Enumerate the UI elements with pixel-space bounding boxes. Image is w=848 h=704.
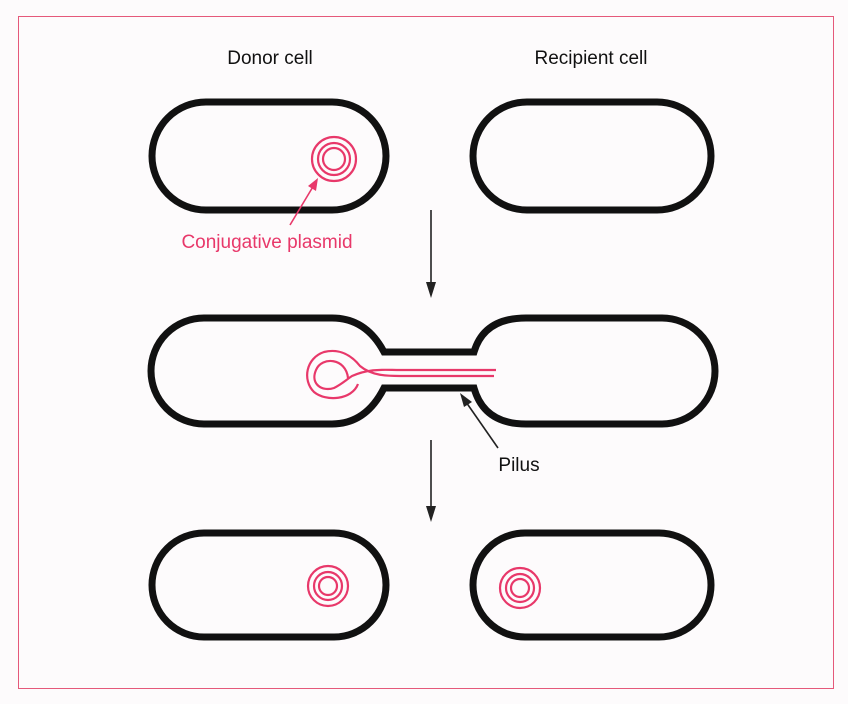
conjugative-plasmid xyxy=(310,135,358,183)
mating-pair xyxy=(147,314,719,428)
recipient-plasmid-copy xyxy=(498,566,542,610)
stage-1: Conjugative plasmid xyxy=(148,98,715,253)
donor-cell xyxy=(148,98,390,214)
pilus-pointer-arrow xyxy=(460,393,499,449)
recipient-cell xyxy=(469,98,715,214)
stage-2: Pilus xyxy=(147,314,719,476)
pilus-label: Pilus xyxy=(498,455,539,476)
donor-plasmid-copy xyxy=(306,564,350,608)
down-arrow-2 xyxy=(426,440,436,522)
conjugative-plasmid-label: Conjugative plasmid xyxy=(181,232,352,253)
plasmid-pointer-arrow xyxy=(289,178,318,226)
plasmid-transfer-strand xyxy=(313,360,496,391)
figure-frame xyxy=(18,16,834,689)
recipient-cell-after xyxy=(469,529,715,641)
donor-cell-label: Donor cell xyxy=(227,48,313,69)
stage-3 xyxy=(148,529,715,641)
donor-cell-after xyxy=(148,529,390,641)
recipient-cell-label: Recipient cell xyxy=(535,48,648,69)
down-arrow-1 xyxy=(426,210,436,298)
